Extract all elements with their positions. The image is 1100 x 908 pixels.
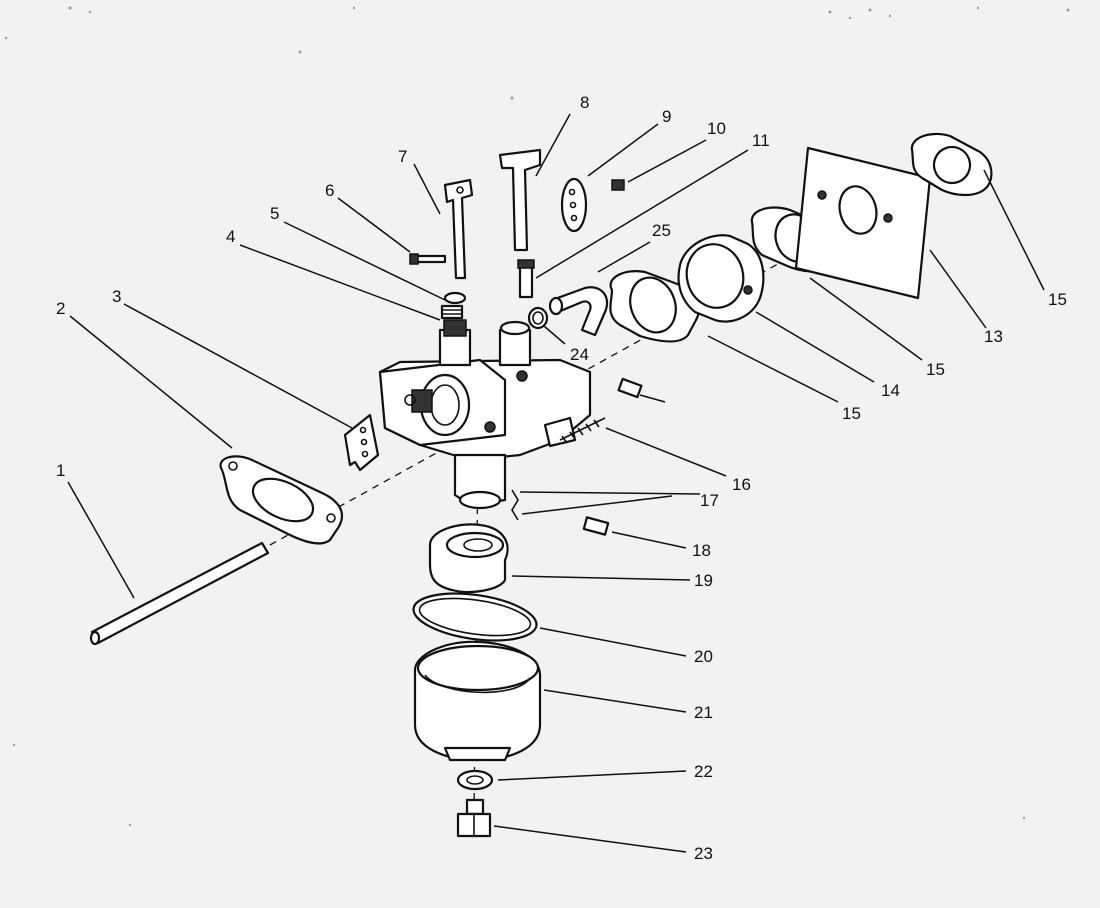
part-6-screw — [409, 253, 447, 265]
part-10-screw — [611, 179, 625, 191]
label-15-right: 15 — [1048, 290, 1067, 309]
label-25: 25 — [652, 221, 671, 240]
label-23: 23 — [694, 844, 713, 863]
part-labels: 1 2 3 4 5 6 7 8 9 10 11 13 14 15 15 15 1… — [56, 93, 1067, 863]
carburetor-body — [378, 319, 592, 510]
label-13: 13 — [984, 327, 1003, 346]
part-8-lever — [498, 148, 542, 252]
label-24: 24 — [570, 345, 589, 364]
label-15-center: 15 — [842, 404, 861, 423]
label-22: 22 — [694, 762, 713, 781]
label-8: 8 — [580, 93, 589, 112]
part-25-elbow — [548, 286, 609, 337]
leader-lines — [67, 113, 1045, 853]
part-2-gasket — [219, 455, 344, 545]
part-1-shaft — [89, 541, 270, 646]
part-4-spring — [440, 304, 464, 320]
part-17-clip — [511, 489, 519, 521]
part-side-screw — [617, 377, 666, 403]
label-11: 11 — [752, 131, 770, 150]
label-16: 16 — [732, 475, 751, 494]
part-3-throttle-plate — [343, 413, 380, 472]
part-13-plate — [794, 146, 932, 300]
scan-specks — [4, 6, 1070, 827]
label-18: 18 — [692, 541, 711, 560]
label-9: 9 — [662, 107, 671, 126]
part-7-lever — [443, 178, 474, 280]
label-4: 4 — [226, 227, 235, 246]
part-5-screw — [443, 291, 467, 305]
label-6: 6 — [325, 181, 334, 200]
label-1: 1 — [56, 461, 65, 480]
label-15-mid: 15 — [926, 360, 945, 379]
label-10: 10 — [707, 119, 726, 138]
assembly-axes — [269, 154, 976, 813]
label-17: 17 — [700, 491, 719, 510]
part-15-gasket-center — [609, 270, 700, 343]
part-23-bolt — [456, 798, 492, 838]
label-19: 19 — [694, 571, 713, 590]
part-16-idle-screw — [559, 417, 606, 444]
part-24-ring — [527, 306, 549, 330]
label-21: 21 — [694, 703, 713, 722]
part-18-screw — [582, 516, 610, 536]
label-14: 14 — [881, 381, 900, 400]
part-20-gasket-ring — [412, 592, 538, 642]
label-2: 2 — [56, 299, 65, 318]
label-5: 5 — [270, 204, 279, 223]
part-19-float — [428, 523, 509, 594]
part-21-bowl — [413, 640, 542, 762]
part-22-washer — [456, 769, 494, 791]
label-3: 3 — [112, 287, 121, 306]
part-9-choke-plate — [560, 177, 588, 233]
part-14-spacer — [677, 234, 765, 323]
part-15-gasket-right — [910, 132, 993, 197]
label-20: 20 — [694, 647, 713, 666]
label-7: 7 — [398, 147, 407, 166]
part-11-needle — [517, 259, 535, 299]
